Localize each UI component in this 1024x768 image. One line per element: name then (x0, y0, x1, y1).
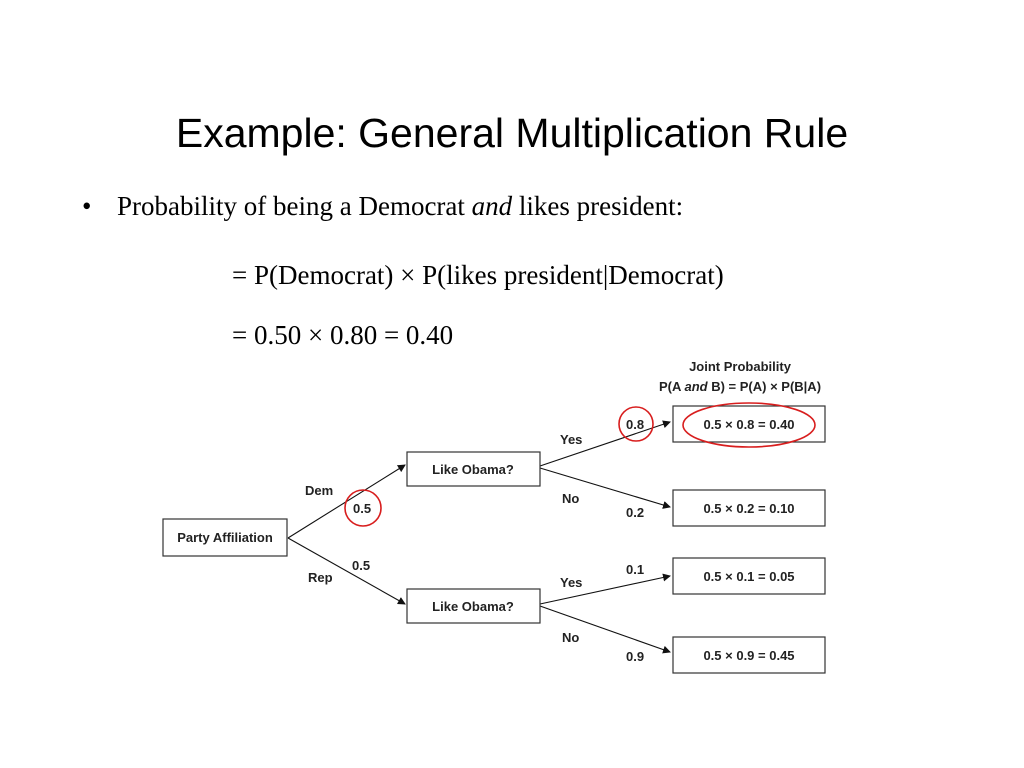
bullet-dot: • (82, 191, 92, 221)
highlight-circle-dem-prob (344, 489, 382, 527)
bullet-item: • Probability of being a Democrat and lik… (82, 188, 683, 224)
joint-value-4: 0.5 × 0.9 = 0.45 (703, 648, 794, 663)
header-formula-part-b: B) = P(A) × P(B|A) (708, 379, 821, 394)
edge-rep-no (539, 605, 671, 654)
dem-no-label: No (562, 491, 579, 506)
joint-box-2 (672, 489, 826, 527)
dem-node-label: Like Obama? (432, 462, 514, 477)
header-formula-emphasis: and (684, 379, 708, 394)
highlight-ellipse-joint-1 (682, 402, 816, 448)
edge-root-rep (287, 537, 406, 605)
joint-box-4 (672, 636, 826, 674)
joint-probability-formula: P(A and B) = P(A) × P(B|A) (659, 379, 821, 394)
joint-value-2: 0.5 × 0.2 = 0.10 (703, 501, 794, 516)
rep-no-prob: 0.9 (626, 649, 644, 664)
dem-yes-prob: 0.8 (626, 417, 644, 432)
header-formula-part-a: P(A (659, 379, 685, 394)
root-node-label: Party Affiliation (177, 530, 273, 545)
dem-node-box (406, 451, 541, 487)
root-node-box (162, 518, 288, 557)
edge-dem-yes (539, 420, 671, 467)
highlight-circle-dem-yes-prob (618, 406, 654, 442)
rep-yes-label: Yes (560, 575, 582, 590)
formula-line-2: = 0.50 × 0.80 = 0.40 (232, 320, 454, 350)
dem-no-prob: 0.2 (626, 505, 644, 520)
edge-rep-yes (539, 573, 671, 605)
joint-box-3 (672, 557, 826, 595)
joint-probability-header: Joint Probability (689, 359, 792, 374)
edge-rep-label: Rep (308, 570, 333, 585)
slide-title: Example: General Multiplication Rule (175, 110, 849, 156)
bullet-text-after: likes president: (512, 191, 684, 221)
edge-dem-prob: 0.5 (353, 501, 371, 516)
dem-yes-label: Yes (560, 432, 582, 447)
joint-value-3: 0.5 × 0.1 = 0.05 (703, 569, 794, 584)
edge-dem-label: Dem (305, 483, 333, 498)
edge-rep-prob: 0.5 (352, 558, 370, 573)
rep-yes-prob: 0.1 (626, 562, 644, 577)
bullet-text-emphasis: and (471, 191, 513, 221)
rep-no-label: No (562, 630, 579, 645)
edge-dem-no (539, 467, 671, 509)
joint-value-1: 0.5 × 0.8 = 0.40 (703, 417, 794, 432)
rep-node-label: Like Obama? (432, 599, 514, 614)
joint-box-1 (672, 405, 826, 443)
bullet-text-before: Probability of being a Democrat (117, 191, 472, 221)
rep-node-box (406, 588, 541, 624)
formula-line-1: = P(Democrat) × P(likes president|Democr… (232, 260, 724, 290)
